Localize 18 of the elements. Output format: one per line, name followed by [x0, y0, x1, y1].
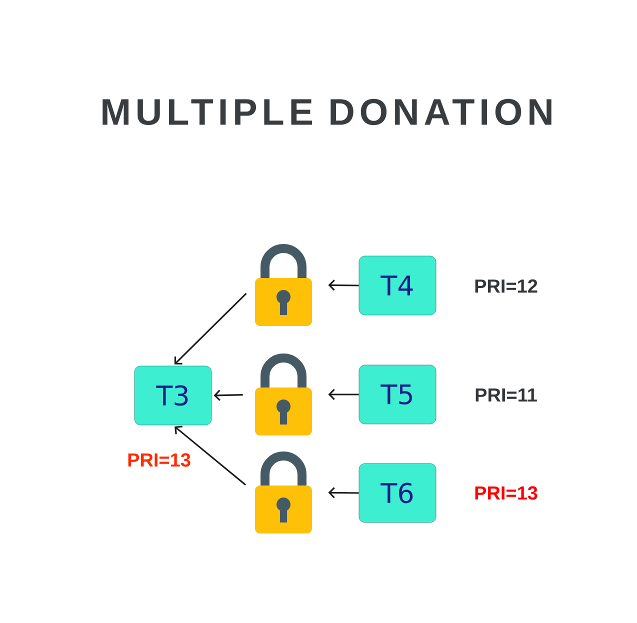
- priority-label: PRI=11: [476, 388, 537, 402]
- title: MULTIPLE DONATION: [102, 98, 552, 126]
- padlock: [255, 244, 312, 326]
- task-box: T6: [358, 463, 436, 523]
- priority-label: PRI=13: [475, 486, 538, 500]
- arrow: [328, 388, 359, 400]
- arrow: [174, 292, 247, 364]
- task-box: T3: [134, 366, 212, 426]
- arrow: [328, 280, 359, 291]
- padlock: [255, 452, 312, 534]
- task-box: T5: [358, 364, 436, 424]
- padlock: [255, 354, 312, 436]
- arrow: [174, 426, 246, 486]
- priority-label: PRI=13: [128, 453, 190, 467]
- priority-label: PRI=12: [475, 279, 538, 293]
- task-box: T4: [358, 256, 436, 316]
- arrow: [328, 487, 359, 498]
- arrow: [214, 390, 243, 401]
